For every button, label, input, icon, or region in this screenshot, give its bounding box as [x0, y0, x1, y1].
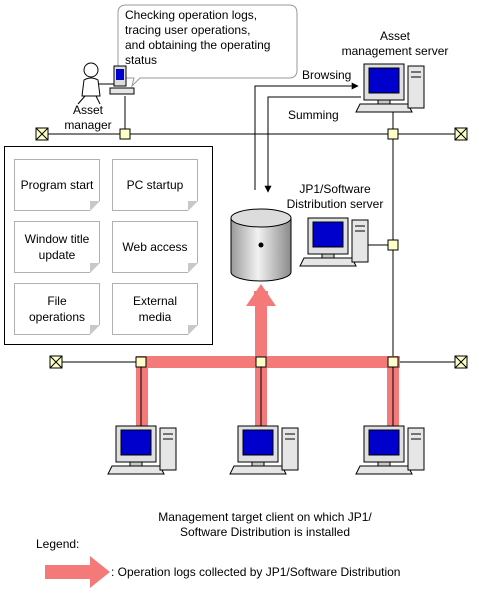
terminator-icon: [49, 355, 63, 369]
connection-node-icon: [387, 128, 399, 140]
client-pc-icon: [229, 425, 299, 475]
summing-arrow: [264, 96, 361, 193]
dist-server-label: JP1/Software Distribution server: [286, 182, 384, 211]
client-pc-icon: [107, 425, 177, 475]
client-pc-icon: [355, 425, 425, 475]
browsing-arrow: [254, 82, 359, 190]
connection-node-icon: [387, 356, 399, 368]
log-type-pc-startup: PC startup: [112, 159, 198, 211]
asset-manager-person-icon: [77, 62, 135, 105]
asset-manager-label: Asset manager: [64, 103, 112, 132]
asset-server-pc-icon: [355, 63, 425, 113]
connection-node-icon: [255, 356, 267, 368]
callout-text: Checking operation logs, tracing user op…: [125, 8, 271, 67]
terminator-icon: [35, 127, 49, 141]
callout-bubble: [117, 4, 298, 88]
log-type-web-access: Web access: [112, 221, 198, 273]
connection-node-icon: [135, 356, 147, 368]
connection-node-icon: [119, 128, 131, 140]
asset-server-label: Asset management server: [341, 29, 449, 58]
browsing-label: Browsing: [302, 68, 352, 82]
dist-server-pc-icon: [299, 217, 369, 267]
connection-node-icon: [387, 239, 399, 251]
legend-title: Legend:: [36, 537, 80, 551]
client-caption: Management target client on which JP1/ S…: [158, 510, 372, 539]
terminator-icon: [454, 355, 468, 369]
legend-arrow-icon: [45, 556, 110, 588]
log-type-program-start: Program start: [14, 159, 100, 211]
summing-label: Summing: [288, 108, 339, 122]
legend-description: : Operation logs collected by JP1/Softwa…: [111, 565, 401, 579]
terminator-icon: [454, 127, 468, 141]
log-database-icon: [230, 208, 292, 282]
